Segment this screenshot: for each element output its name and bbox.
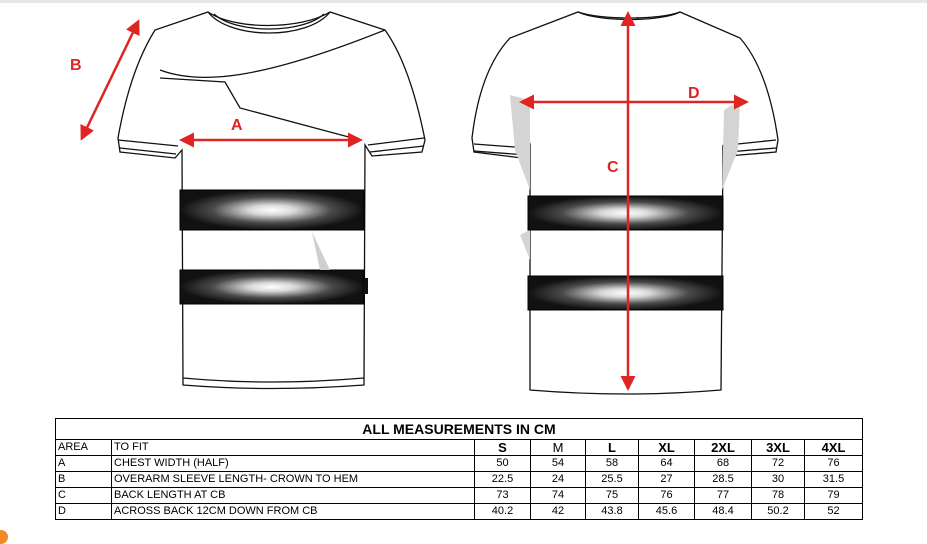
front-panel-seam	[159, 77, 361, 141]
row-value: 73	[474, 487, 531, 504]
table-row: D ACROSS BACK 12CM DOWN FROM CB 40.2 42 …	[55, 503, 863, 520]
row-value: 28.5	[694, 471, 752, 488]
row-value: 77	[694, 487, 752, 504]
front-side-shadow	[312, 232, 330, 270]
row-to-fit: ACROSS BACK 12CM DOWN FROM CB	[111, 503, 475, 520]
header-size-l: L	[585, 439, 639, 456]
row-value: 31.5	[804, 471, 863, 488]
table-row: A CHEST WIDTH (HALF) 50 54 58 64 68 72 7…	[55, 455, 863, 472]
row-area: A	[55, 455, 112, 472]
top-divider	[0, 0, 927, 3]
header-to-fit: TO FIT	[111, 439, 475, 456]
row-value: 22.5	[474, 471, 531, 488]
row-value: 79	[804, 487, 863, 504]
header-size-4xl: 4XL	[804, 439, 863, 456]
size-chart-table: ALL MEASUREMENTS IN CM AREA TO FIT S M L…	[55, 418, 863, 520]
front-tape-lower	[179, 269, 365, 305]
row-value: 30	[751, 471, 805, 488]
measurement-arrows	[80, 10, 749, 391]
row-value: 78	[751, 487, 805, 504]
row-value: 72	[751, 455, 805, 472]
back-side-shadows	[510, 95, 740, 260]
row-value: 54	[530, 455, 586, 472]
label-b: B	[70, 57, 82, 74]
row-to-fit: OVERARM SLEEVE LENGTH- CROWN TO HEM	[111, 471, 475, 488]
table-title-row: ALL MEASUREMENTS IN CM	[55, 418, 863, 440]
front-left-sleeve-cuff	[117, 139, 179, 155]
row-value: 76	[804, 455, 863, 472]
row-value: 40.2	[474, 503, 531, 520]
header-size-3xl: 3XL	[751, 439, 805, 456]
row-value: 27	[638, 471, 695, 488]
label-d: D	[688, 85, 700, 102]
row-value: 50.2	[751, 503, 805, 520]
row-value: 74	[530, 487, 586, 504]
row-value: 42	[530, 503, 586, 520]
header-size-m: M	[530, 439, 586, 456]
front-tape-tab	[364, 278, 368, 294]
row-value: 24	[530, 471, 586, 488]
row-area: C	[55, 487, 112, 504]
row-value: 50	[474, 455, 531, 472]
row-area: D	[55, 503, 112, 520]
label-c: C	[607, 159, 619, 176]
row-value: 64	[638, 455, 695, 472]
table-row: B OVERARM SLEEVE LENGTH- CROWN TO HEM 22…	[55, 471, 863, 488]
front-collar	[207, 11, 331, 34]
table-row: C BACK LENGTH AT CB 73 74 75 76 77 78 79	[55, 487, 863, 504]
row-to-fit: BACK LENGTH AT CB	[111, 487, 475, 504]
back-tape-upper	[527, 195, 724, 231]
table-title: ALL MEASUREMENTS IN CM	[55, 418, 863, 440]
header-area: AREA	[55, 439, 112, 456]
row-value: 58	[585, 455, 639, 472]
row-value: 43.8	[585, 503, 639, 520]
back-tape-lower	[527, 275, 724, 311]
row-area: B	[55, 471, 112, 488]
row-value: 68	[694, 455, 752, 472]
table-header-row: AREA TO FIT S M L XL 2XL 3XL 4XL	[55, 439, 863, 456]
header-size-2xl: 2XL	[694, 439, 752, 456]
header-size-xl: XL	[638, 439, 695, 456]
front-hem	[182, 377, 365, 383]
front-reflective-tapes	[179, 189, 368, 305]
tshirt-diagram: A B C D	[70, 10, 779, 395]
row-value: 52	[804, 503, 863, 520]
label-a: A	[231, 117, 243, 134]
row-value: 76	[638, 487, 695, 504]
row-value: 25.5	[585, 471, 639, 488]
front-yoke-seam	[159, 29, 386, 79]
front-right-sleeve-cuff	[367, 137, 425, 153]
front-collar-inner	[213, 13, 325, 30]
row-to-fit: CHEST WIDTH (HALF)	[111, 455, 475, 472]
arrow-b-sleeve	[80, 19, 140, 141]
front-tape-upper	[179, 189, 365, 231]
row-value: 75	[585, 487, 639, 504]
header-size-s: S	[474, 439, 531, 456]
row-value: 45.6	[638, 503, 695, 520]
corner-badge	[0, 530, 8, 544]
row-value: 48.4	[694, 503, 752, 520]
